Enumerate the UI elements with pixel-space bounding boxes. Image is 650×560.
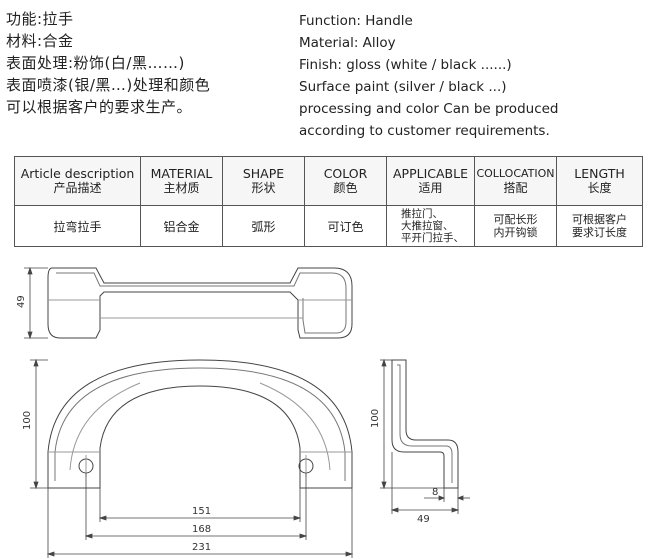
cn-spec-line-paint: 表面喷漆(银/黑…)处理和颜色 xyxy=(6,76,211,94)
side-dimensions xyxy=(380,358,470,514)
dim-side-depth: 49 xyxy=(417,514,430,525)
dim-top-height: 49 xyxy=(16,295,27,308)
dim-side-thickness: 8 xyxy=(432,487,438,498)
en-spec-line-requirements: according to customer requirements. xyxy=(299,123,550,139)
cn-spec-line-function: 功能:拉手 xyxy=(6,10,74,28)
length-line: 要求订长度 xyxy=(572,226,627,239)
top-height-dimension xyxy=(24,266,48,340)
cell-description: 拉弯拉手 xyxy=(14,205,141,247)
en-spec-line-material: Material: Alloy xyxy=(299,35,396,51)
dim-front-height: 100 xyxy=(22,411,33,430)
en-spec-line-paint: Surface paint (silver / black ...) xyxy=(299,79,507,95)
cn-spec-line-custom: 可以根据客户的要求生产。 xyxy=(6,98,193,116)
en-spec-line-finish: Finish: gloss (white / black ......) xyxy=(299,57,512,73)
length-line: 可根据客户 xyxy=(572,213,627,226)
technical-drawing: 49 100 151 168 231 xyxy=(16,266,470,558)
applicable-line: 推拉门、 xyxy=(401,208,443,220)
chinese-spec-block: 功能:拉手 材料:合金 表面处理:粉饰(白/黑……) 表面喷漆(银/黑…)处理和… xyxy=(6,8,276,118)
cell-applicable: 推拉门、 大推拉窗、 平开门拉手、 xyxy=(386,205,475,247)
spec-table-row: 拉弯拉手 铝合金 弧形 可订色 推拉门、 大推拉窗、 平开门拉手、 可配长形 内… xyxy=(14,205,643,247)
top-view xyxy=(47,267,353,339)
cn-spec-line-finish: 表面处理:粉饰(白/黑……) xyxy=(6,54,185,72)
cell-material: 铝合金 xyxy=(140,205,223,247)
dim-inner-width: 151 xyxy=(192,506,211,517)
cell-color: 可订色 xyxy=(304,205,387,247)
en-spec-line-function: Function: Handle xyxy=(299,13,413,29)
english-spec-block: Function: Handle Material: Alloy Finish:… xyxy=(299,10,644,142)
side-view xyxy=(391,359,459,489)
en-spec-line-processing: processing and color Can be produced xyxy=(299,101,559,117)
front-view xyxy=(47,359,353,489)
cell-shape: 弧形 xyxy=(222,205,305,247)
dim-side-height: 100 xyxy=(370,409,381,428)
applicable-line: 大推拉窗、 xyxy=(401,220,454,232)
collocation-line: 内开钩锁 xyxy=(493,226,538,239)
dim-hole-spacing: 168 xyxy=(192,524,211,535)
cn-spec-line-material: 材料:合金 xyxy=(6,32,74,50)
front-height-dimension xyxy=(30,358,48,490)
cell-collocation: 可配长形 内开钩锁 xyxy=(474,205,557,247)
cell-length: 可根据客户 要求订长度 xyxy=(556,205,643,247)
dim-overall-width: 231 xyxy=(192,542,211,553)
collocation-line: 可配长形 xyxy=(493,213,538,226)
applicable-line: 平开门拉手、 xyxy=(401,232,464,244)
width-dimensions xyxy=(46,473,354,558)
